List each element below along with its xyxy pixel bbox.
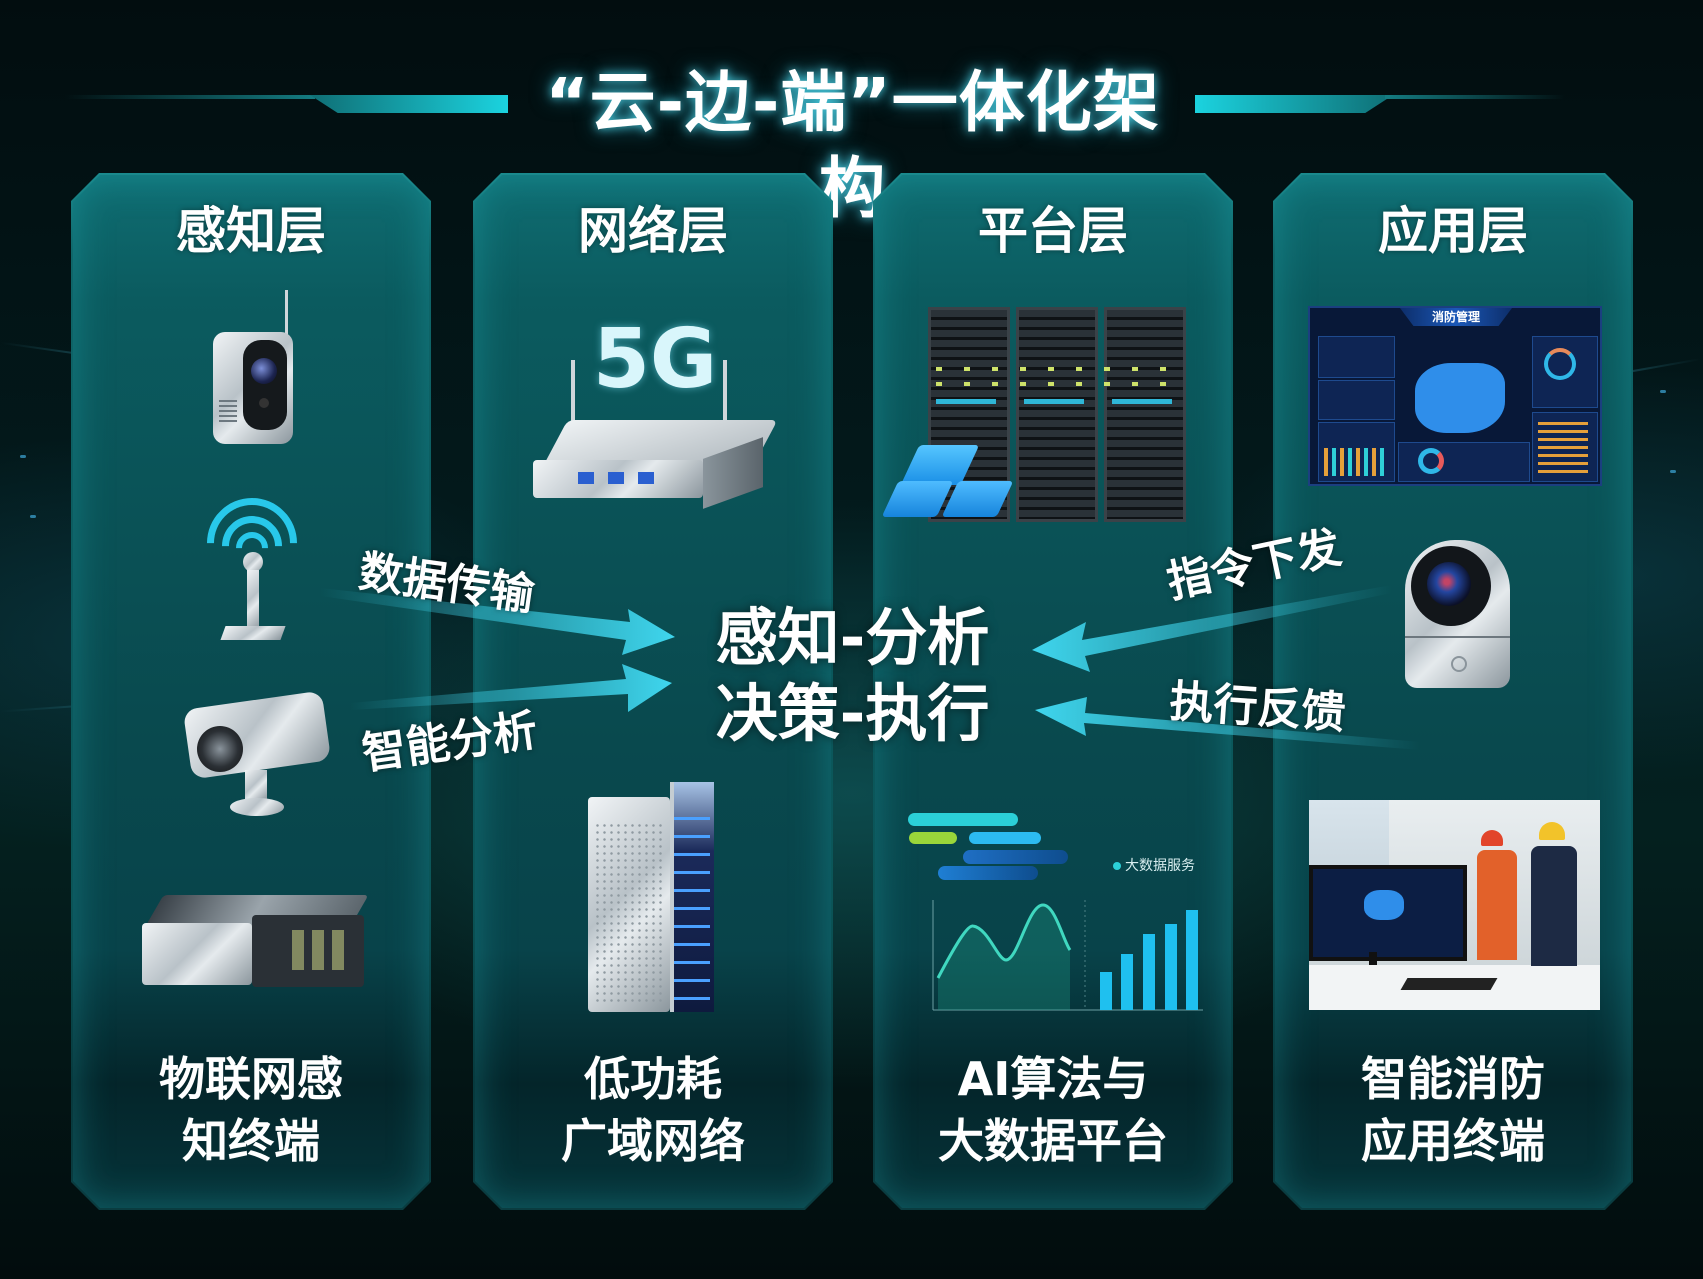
light-dot [1660,390,1666,393]
panel-heading: 网络层 [578,202,728,260]
panel-caption: 智能消防 应用终端 [1273,1048,1633,1172]
server-tower-icon [588,782,718,1022]
light-dot [20,455,26,458]
server-racks-icon [928,307,1190,522]
bullet-camera-icon [175,690,332,825]
5g-router-icon [533,360,778,520]
light-dot [1670,470,1676,473]
ptz-camera-icon [1405,540,1510,688]
center-line-1: 感知-分析 [715,601,990,674]
cloud-blocks-icon [881,445,1015,525]
panel-caption: 物联网感 知终端 [71,1048,431,1172]
caption-line: 智能消防 [1361,1052,1545,1106]
caption-line: 低功耗 [584,1052,722,1106]
panel-heading: 平台层 [978,202,1128,260]
analytics-chart: 大数据服务 [903,810,1203,1015]
caption-line: 大数据平台 [938,1114,1168,1168]
panel-caption: 低功耗 广域网络 [473,1048,833,1172]
title-decor-line-right [1385,95,1565,99]
title-decor-line-left [65,95,315,99]
panel-caption: AI算法与 大数据平台 [873,1048,1233,1172]
center-line-2: 决策-执行 [715,677,990,750]
5g-badge: 5G [592,312,718,407]
control-room-photo [1309,800,1600,1010]
flow-label-execution-feedback: 执行反馈 [1167,676,1348,740]
caption-line: 广域网络 [561,1114,745,1168]
dashboard-title: 消防管理 [1400,308,1512,326]
caption-line: 应用终端 [1361,1114,1545,1168]
wifi-antenna-icon [188,479,316,648]
title-decor-bar-right [1195,95,1393,113]
caption-line: 知终端 [182,1114,320,1168]
title-decor-bar-left [310,95,508,113]
edge-gateway-icon [140,885,369,1000]
wireless-camera-icon [213,290,293,460]
main-title: “云-边-端”一体化架构 [545,64,1160,227]
panel-heading: 应用层 [1378,202,1528,260]
monitoring-dashboard-icon: 消防管理 [1308,306,1602,486]
caption-line: 物联网感 [159,1052,343,1106]
panel-heading: 感知层 [176,202,326,260]
chart-legend: 大数据服务 [1125,858,1195,874]
center-cycle-text: 感知-分析 决策-执行 [700,600,1005,752]
light-dot [30,515,36,518]
caption-line: AI算法与 [957,1052,1149,1106]
